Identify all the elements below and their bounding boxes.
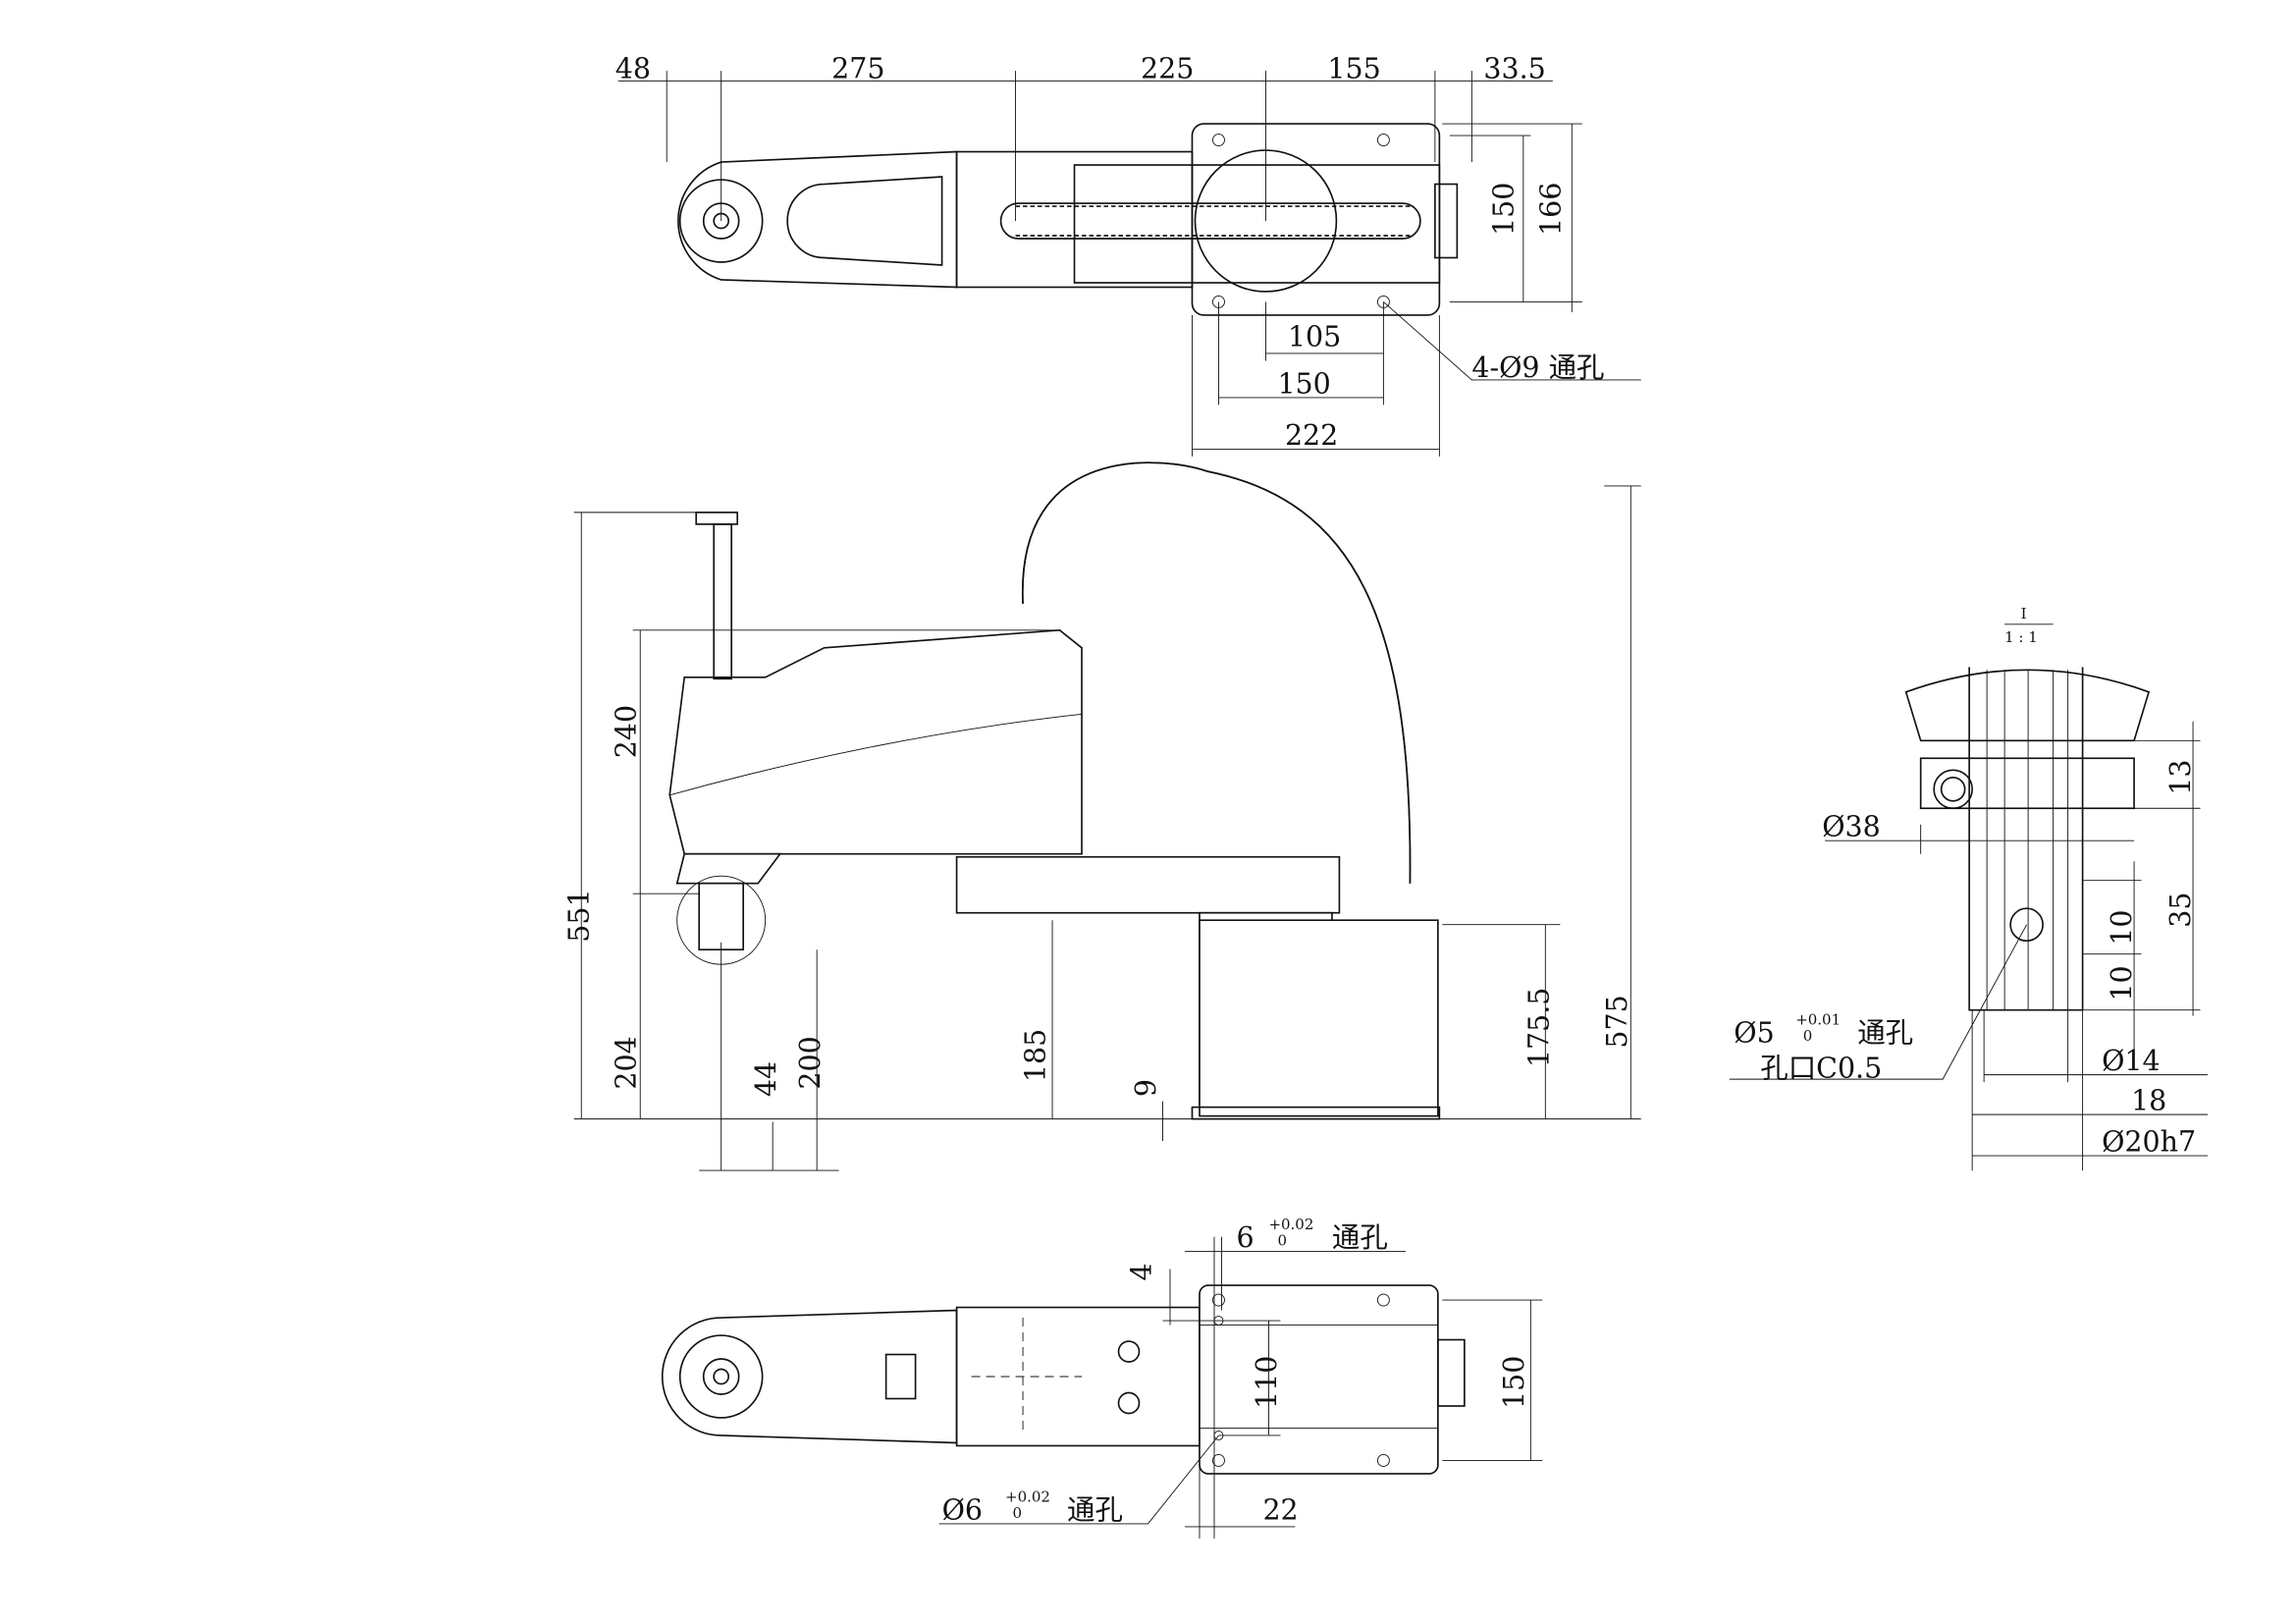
dim-35: 35	[2164, 892, 2197, 927]
bottom-top-hole-dia: 6	[1236, 1221, 1254, 1254]
dim-48: 48	[615, 53, 651, 85]
dim-9: 9	[1130, 1079, 1162, 1097]
dim-18: 18	[2131, 1085, 2166, 1117]
dim-13: 13	[2164, 760, 2197, 795]
hole-dia-5: Ø5	[1734, 1017, 1774, 1050]
dim-275: 275	[831, 53, 884, 85]
detail-scale: 1 : 1	[2004, 628, 2038, 646]
hole-suffix: 通孔	[1857, 1017, 1913, 1050]
dim-222: 222	[1285, 419, 1338, 452]
dim-22: 22	[1262, 1493, 1298, 1526]
dim-175-5: 175.5	[1522, 988, 1555, 1068]
dim-4: 4	[1125, 1263, 1157, 1280]
hole-note-4x9: 4-Ø9 通孔	[1471, 352, 1604, 384]
bottom-tol-lower: 0	[1013, 1504, 1023, 1522]
detail-view-i: I 1 : 1 13 Ø38 35 10 10 Ø5 +0.01 0 通孔 孔口…	[1729, 605, 2209, 1171]
dim-200: 200	[794, 1036, 827, 1089]
dim-204: 204	[611, 1036, 643, 1089]
dim-10-lower: 10	[2106, 965, 2138, 1001]
dim-dia-38: Ø38	[1822, 811, 1881, 843]
bottom-top-hole-suffix: 通孔	[1332, 1221, 1388, 1254]
bottom-hole-dia: Ø6	[942, 1493, 983, 1526]
dim-dia-20h7: Ø20h7	[2102, 1126, 2196, 1159]
dim-575: 575	[1601, 995, 1633, 1048]
bottom-tol-upper: +0.02	[1005, 1488, 1050, 1505]
bottom-hole-suffix: 通孔	[1067, 1493, 1123, 1526]
dim-185: 185	[1020, 1029, 1052, 1082]
dim-150-vertical: 150	[1487, 183, 1520, 236]
dim-225: 225	[1141, 53, 1194, 85]
chamfer-note: 孔口C0.5	[1760, 1053, 1882, 1085]
dim-105: 105	[1288, 320, 1341, 352]
dim-155: 155	[1327, 53, 1380, 85]
dim-10-upper: 10	[2106, 909, 2138, 945]
dim-dia-14: Ø14	[2102, 1045, 2161, 1077]
dim-150-horizontal: 150	[1277, 367, 1330, 400]
dim-110: 110	[1251, 1356, 1283, 1409]
dim-44: 44	[750, 1061, 782, 1097]
tol-upper: +0.01	[1795, 1011, 1841, 1029]
dim-551: 551	[563, 889, 596, 942]
dim-150-bottom: 150	[1498, 1356, 1530, 1409]
dim-33-5: 33.5	[1483, 53, 1545, 85]
dim-166: 166	[1534, 183, 1567, 236]
bottom-top-tol-upper: +0.02	[1268, 1216, 1313, 1233]
dim-240: 240	[611, 705, 643, 758]
top-view: 48 275 225 155 33.5 150 166 105 150 222 …	[615, 53, 1641, 457]
side-view: 551 240 204 44 200 185 9 175.5 575	[563, 461, 1641, 1171]
detail-label: I	[2021, 605, 2027, 623]
bottom-view: 6 +0.02 0 通孔 4 110 150 Ø6 +0.02 0 通孔 22	[661, 1216, 1543, 1539]
bottom-top-tol-lower: 0	[1277, 1232, 1287, 1250]
tol-lower: 0	[1803, 1027, 1813, 1045]
